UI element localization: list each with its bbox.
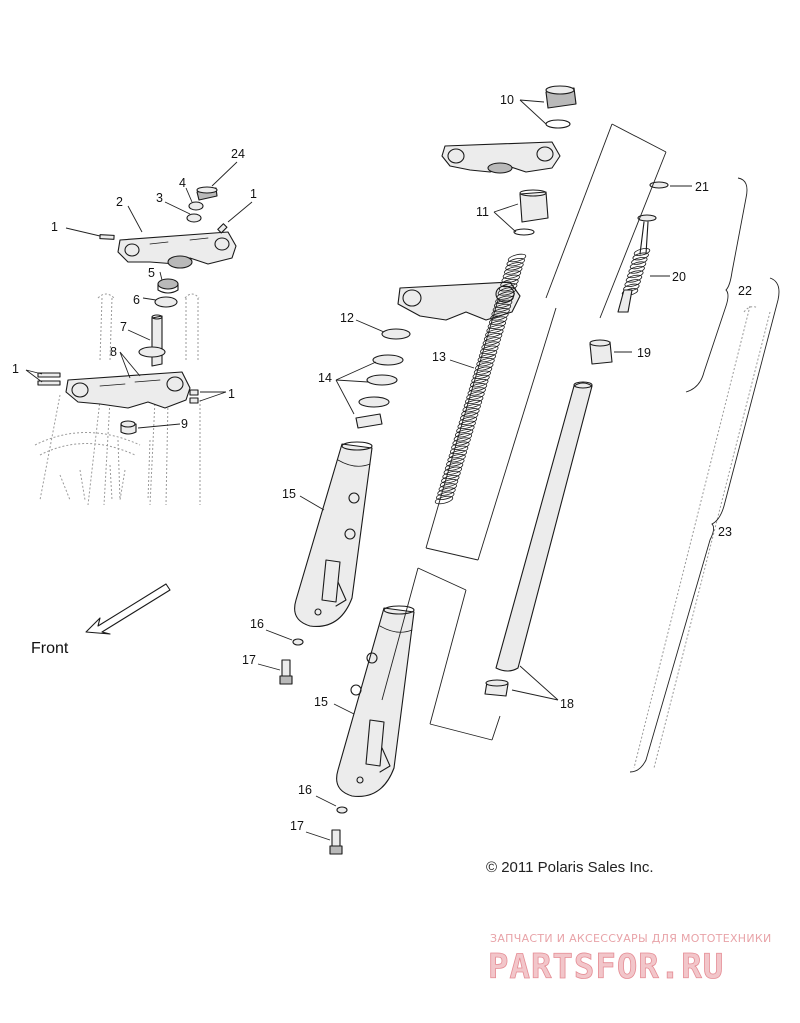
fork-spring-13 [434,253,527,505]
callout-labels: 1 2 3 4 24 1 5 6 7 8 1 1 9 10 11 12 13 1… [12,93,752,833]
callout-13: 13 [432,350,446,364]
clip-21 [649,181,669,189]
callout-19: 19 [637,346,651,360]
callout-22: 22 [738,284,752,298]
bushings-14 [355,354,404,429]
upper-clamp-exploded [441,141,561,174]
seal-12 [381,328,411,340]
bushing-9 [120,420,137,435]
callout-15-upper: 15 [282,487,296,501]
callout-12: 12 [340,311,354,325]
bolt-17a [279,659,293,685]
front-arrow [85,583,171,635]
seal-6 [154,296,178,308]
callout-17-lower: 17 [290,819,304,833]
cap-10 [545,85,577,129]
fork-tube-18 [484,381,593,697]
exploded-view [257,85,780,855]
bearing-5 [157,278,179,294]
bushing-19 [589,339,613,365]
leader-lines-left [25,161,253,429]
cap-24 [196,186,218,201]
fork-slider-15b [336,605,415,797]
callout-1-lower-left: 1 [12,362,19,376]
callout-17-upper: 17 [242,653,256,667]
bolt-17b [329,829,343,855]
callout-21: 21 [695,180,709,194]
callout-16-upper: 16 [250,617,264,631]
callout-1-lower-right: 1 [228,387,235,401]
callout-16-lower: 16 [298,783,312,797]
assembled-view [25,161,253,635]
copyright-notice: © 2011 Polaris Sales Inc. [486,859,654,876]
fork-slider-15a [294,441,373,627]
bolt-set-1 [37,223,228,404]
washer-16a [292,638,304,646]
callout-20: 20 [672,270,686,284]
watermark-logo: PARTSFOR.RU [488,947,724,987]
fork-tubes-phantom [34,293,201,506]
callout-9: 9 [181,417,188,431]
callout-14: 14 [318,371,332,385]
callout-11: 11 [476,205,489,219]
callout-5: 5 [148,266,155,280]
callout-23: 23 [718,525,732,539]
nut-4 [188,201,204,211]
callout-3: 3 [156,191,163,205]
callout-1-upper-left: 1 [51,220,58,234]
callout-18: 18 [560,697,574,711]
lower-clamp-exploded [397,281,521,321]
callout-8: 8 [110,345,117,359]
callout-24: 24 [231,147,245,161]
callout-2: 2 [116,195,123,209]
callout-7: 7 [120,320,127,334]
callout-10: 10 [500,93,514,107]
bushing-11 [513,189,549,236]
front-direction-label: Front [31,640,69,657]
upper-triple-clamp [117,231,237,269]
watermark: ЗАПЧАСТИ И АКСЕССУАРЫ ДЛЯ МОТОТЕХНИКИ PA… [488,932,772,987]
watermark-tagline: ЗАПЧАСТИ И АКСЕССУАРЫ ДЛЯ МОТОТЕХНИКИ [490,932,772,945]
group-outlines [381,123,780,773]
washer-16b [336,806,348,814]
callout-6: 6 [133,293,140,307]
damper-rod-20 [617,214,657,313]
callout-15-lower: 15 [314,695,328,709]
callout-1-upper-right: 1 [250,187,257,201]
callout-4: 4 [179,176,186,190]
lower-triple-clamp [65,371,191,409]
steering-stem-7 [138,314,166,367]
washer-3 [186,213,202,223]
leader-lines-right [257,99,692,841]
